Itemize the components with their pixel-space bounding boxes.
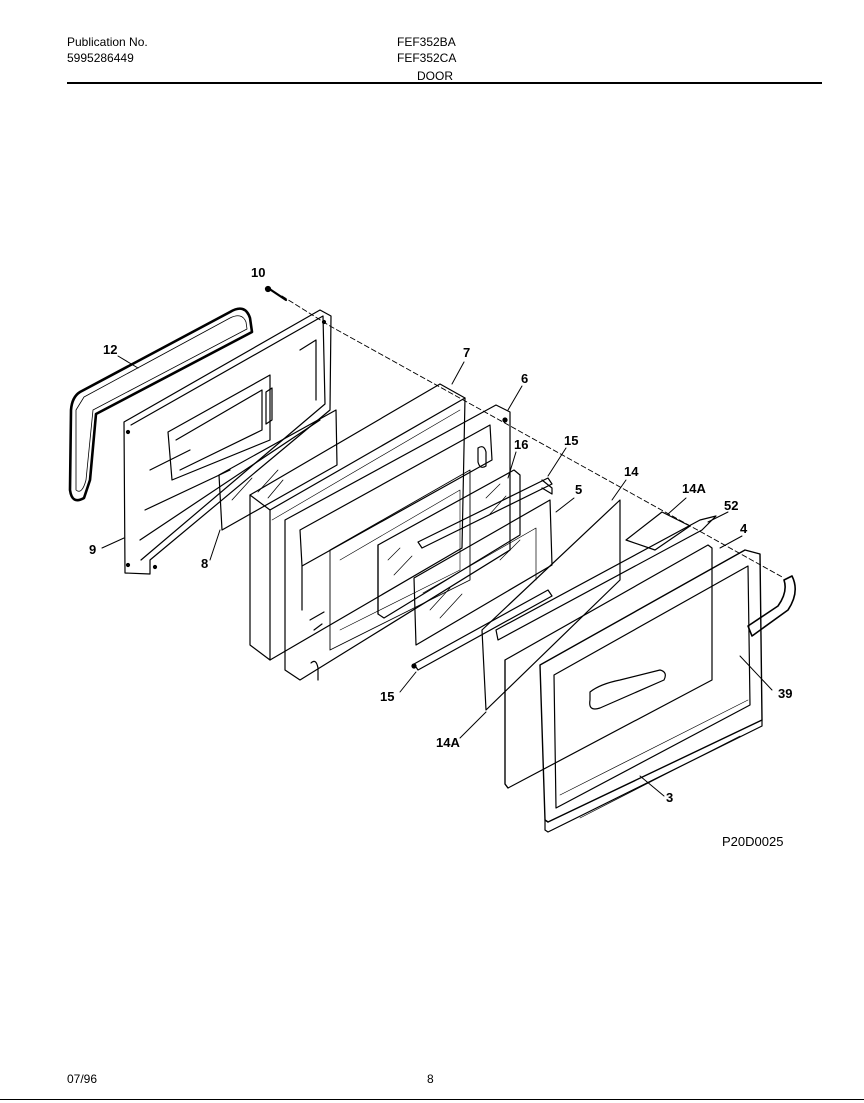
part-label: 52 — [724, 498, 739, 513]
front-glass-part — [504, 544, 713, 789]
trim-strip-part — [495, 515, 717, 641]
door-liner-part — [123, 309, 332, 575]
insulation-sheet-part — [481, 499, 621, 711]
part-label: 4 — [740, 521, 748, 536]
part-label: 14 — [624, 464, 639, 479]
leader-lines — [101, 355, 773, 797]
page-number: 8 — [427, 1072, 434, 1086]
part-label: 10 — [251, 265, 266, 280]
publication-number: 5995286449 — [67, 51, 134, 65]
part-label: 39 — [778, 686, 793, 701]
section-title: DOOR — [417, 69, 453, 83]
part-label: 12 — [103, 342, 118, 357]
bracket-upper-part — [417, 477, 553, 549]
alignment-line — [281, 295, 785, 579]
part-label: 14A — [682, 481, 706, 496]
gasket-part — [68, 307, 254, 502]
glass-tray-part — [377, 469, 521, 619]
part-label: 16 — [514, 437, 529, 452]
model-number-2: FEF352CA — [397, 51, 457, 65]
door-frame-part — [539, 549, 763, 833]
part-label: 7 — [463, 345, 471, 360]
header-rule — [67, 82, 822, 84]
part-label: 15 — [564, 433, 579, 448]
inner-glass-part — [218, 409, 338, 531]
insulation-part — [249, 383, 466, 661]
bracket-lower-part — [411, 589, 553, 671]
screw-part — [264, 285, 288, 302]
outer-glass-part — [413, 499, 553, 646]
part-label: 3 — [666, 790, 674, 805]
model-number-1: FEF352BA — [397, 35, 456, 49]
part-label: 15 — [380, 689, 395, 704]
part-label: 5 — [575, 482, 583, 497]
publication-label: Publication No. — [67, 35, 148, 49]
drawing-code: P20D0025 — [722, 834, 784, 849]
part-label: 8 — [201, 556, 209, 571]
footer-rule — [0, 1099, 864, 1100]
part-label: 9 — [89, 542, 97, 557]
handle-part — [747, 575, 796, 637]
part-label: 6 — [521, 371, 529, 386]
part-label: 14A — [436, 735, 460, 750]
footer-date: 07/96 — [67, 1072, 98, 1086]
